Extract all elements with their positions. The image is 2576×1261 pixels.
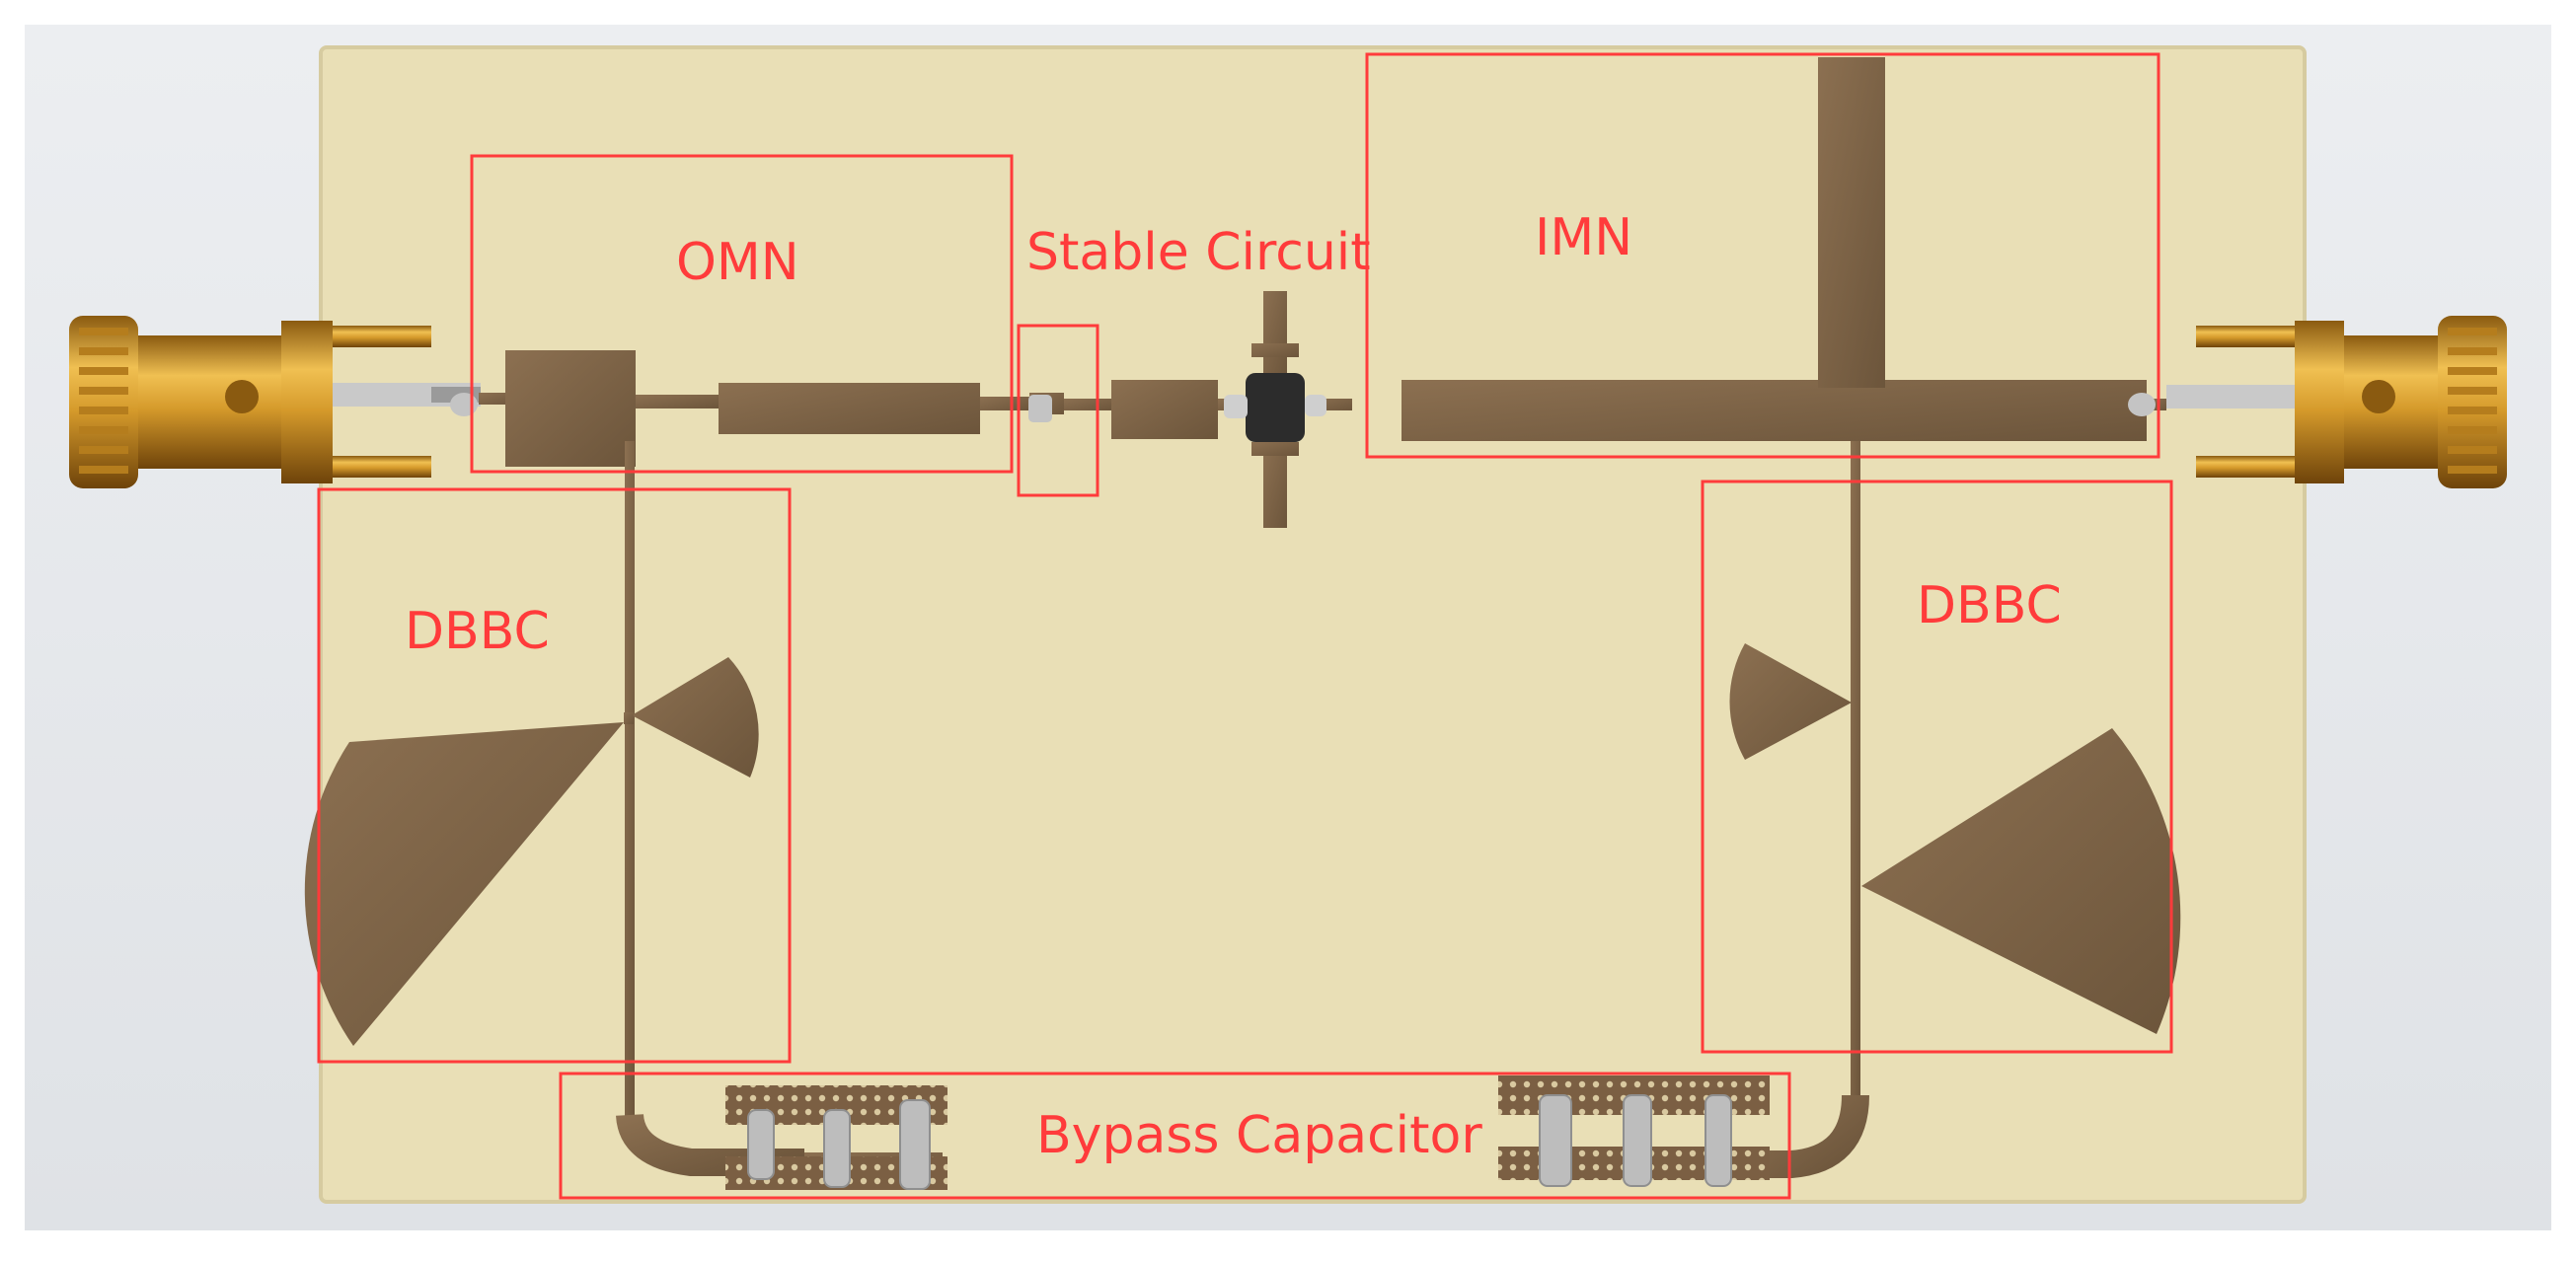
stable-circuit-label: Stable Circuit xyxy=(1026,223,1371,282)
rf-traces xyxy=(479,57,2166,1122)
right-sma-connector xyxy=(2166,316,2507,488)
bypass-capacitor-pads xyxy=(725,1076,1770,1190)
dbbc-right-label: DBBC xyxy=(1917,576,2062,635)
pcb-board xyxy=(321,47,2305,1202)
bias-lines xyxy=(616,1094,1869,1178)
dbbc-right-box xyxy=(1701,480,2173,1054)
left-sma-connector xyxy=(69,316,481,488)
bypass-capacitor-label: Bypass Capacitor xyxy=(1036,1106,1482,1165)
right-dbbc-stubs xyxy=(1729,643,2181,1034)
left-dbbc-stubs xyxy=(304,657,759,1046)
imn-label: IMN xyxy=(1535,208,1633,267)
dbbc-left-box xyxy=(317,487,792,1064)
imn-box xyxy=(1365,52,2160,459)
dbbc-left-label: DBBC xyxy=(405,602,550,661)
transistor xyxy=(1224,373,1326,442)
annotation-boxes xyxy=(317,52,2173,1200)
stable-circuit-box xyxy=(1017,324,1099,497)
omn-label: OMN xyxy=(676,233,799,292)
bypass-capacitor-box xyxy=(559,1072,1791,1200)
omn-box xyxy=(470,154,1014,474)
